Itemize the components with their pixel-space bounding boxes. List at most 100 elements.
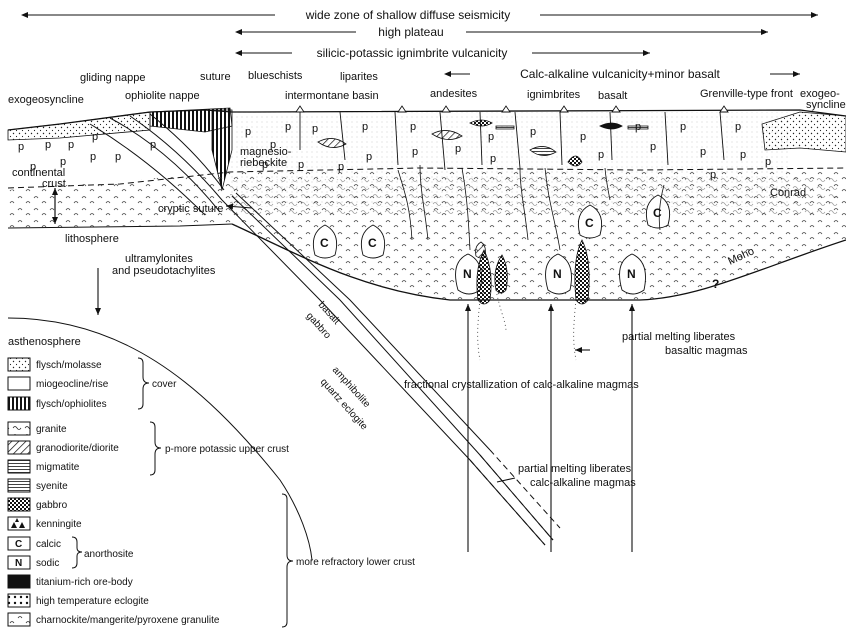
ophiolite-nappe-label: ophiolite nappe (125, 90, 200, 102)
svg-text:N: N (627, 267, 636, 281)
legend-item: titanium-rich ore-body (36, 577, 133, 588)
cryptic-suture-label: cryptic suture (158, 203, 223, 215)
gliding-nappe-label: gliding nappe (80, 72, 145, 84)
legend-key-n: N (15, 558, 22, 569)
ignimbrite-vulcanicity-label: silicic-potassic ignimbrite vulcanicity (317, 46, 508, 60)
legend-lower-crust-label: more refractory lower crust (296, 557, 415, 568)
cross-section: pp pp pp pp pp pp pp pp pp pp pp pp pp p… (8, 70, 846, 560)
legend-swatch-syenite (8, 479, 30, 492)
range-arrows: wide zone of shallow diffuse seismicity … (22, 8, 818, 81)
svg-text:p: p (115, 151, 121, 163)
svg-text:p: p (412, 146, 418, 158)
sodic-symbol: N (463, 267, 472, 281)
svg-text:p: p (700, 146, 706, 158)
andesites-label: andesites (430, 88, 478, 100)
svg-text:p: p (680, 121, 686, 133)
svg-text:p: p (45, 139, 51, 151)
svg-text:p: p (410, 121, 416, 133)
exogeosyncline-left-label: exogeosyncline (8, 94, 84, 106)
svg-text:C: C (653, 206, 662, 220)
svg-text:calc-alkaline magmas: calc-alkaline magmas (530, 477, 636, 489)
legend-swatch-granodiorite (8, 441, 30, 454)
svg-text:p: p (580, 131, 586, 143)
grenville-front-label: Grenville-type front (700, 88, 793, 100)
svg-text:riebeckite: riebeckite (240, 157, 287, 169)
svg-text:p: p (740, 149, 746, 161)
svg-text:p: p (285, 121, 291, 133)
svg-text:p: p (765, 156, 771, 168)
calcic-symbol: C (320, 236, 329, 250)
svg-text:p: p (598, 149, 604, 161)
ultramylonites-label: ultramylonites (125, 253, 193, 265)
legend-item: charnockite/mangerite/pyroxene granulite (36, 615, 220, 626)
legend-item: sodic (36, 558, 59, 569)
legend-swatch-eclogite (8, 594, 30, 607)
legend-upper-crust-label: p-more potassic upper crust (165, 444, 289, 455)
svg-text:and pseudotachylites: and pseudotachylites (112, 265, 216, 277)
legend-item: flysch/ophiolites (36, 399, 107, 410)
svg-text:C: C (368, 236, 377, 250)
svg-text:p: p (735, 121, 741, 133)
basalt-label: basalt (598, 90, 627, 102)
legend-item: kenningite (36, 519, 82, 530)
legend-swatch-miogeocline (8, 377, 30, 390)
suture-label: suture (200, 71, 231, 83)
svg-text:p: p (490, 153, 496, 165)
legend-anorthosite: anorthosite (84, 549, 134, 560)
legend-swatch-flysch-ophiolites (8, 397, 30, 410)
legend-item: miogeocline/rise (36, 379, 109, 390)
liparites-label: liparites (340, 71, 378, 83)
svg-text:p: p (650, 141, 656, 153)
intermontane-basin-label: intermontane basin (285, 90, 379, 102)
svg-text:p: p (92, 131, 98, 143)
legend-item: granite (36, 424, 67, 435)
svg-text:p: p (362, 121, 368, 133)
legend-key-c: C (15, 539, 22, 550)
svg-text:N: N (553, 267, 562, 281)
legend-item: flysch/molasse (36, 360, 102, 371)
svg-text:syncline: syncline (806, 99, 846, 111)
legend-swatch-charnockite (8, 613, 30, 626)
lithosphere-label: lithosphere (65, 233, 119, 245)
partial-basaltic-label: partial melting liberates (622, 331, 736, 343)
fractional-label: fractional crystallization of calc-alkal… (404, 379, 639, 391)
legend-swatch-kenningite (8, 517, 30, 530)
high-plateau-label: high plateau (378, 25, 443, 39)
legend-swatch-gabbro (8, 498, 30, 511)
svg-text:basaltic magmas: basaltic magmas (665, 345, 748, 357)
svg-text:p: p (488, 131, 494, 143)
legend-cover-label: cover (152, 379, 177, 390)
legend-item: high temperature eclogite (36, 596, 149, 607)
legend-item: syenite (36, 481, 68, 492)
legend-swatch-titanium (8, 575, 30, 588)
legend-item: calcic (36, 539, 61, 550)
svg-text:p: p (366, 151, 372, 163)
svg-text:p: p (18, 141, 24, 153)
ignimbrites-label: ignimbrites (527, 89, 581, 101)
blueschists-label: blueschists (248, 70, 303, 82)
svg-text:C: C (585, 216, 594, 230)
svg-text:p: p (68, 139, 74, 151)
svg-text:crust: crust (42, 178, 66, 190)
seismicity-label: wide zone of shallow diffuse seismicity (305, 8, 511, 22)
svg-text:p: p (90, 151, 96, 163)
legend-item: migmatite (36, 462, 80, 473)
svg-text:p: p (710, 169, 716, 181)
svg-text:p: p (298, 159, 304, 171)
asthenosphere-label: asthenosphere (8, 336, 81, 348)
legend-swatch-granite (8, 422, 30, 435)
conrad-label: Conrad (770, 187, 806, 199)
svg-text:p: p (635, 121, 641, 133)
svg-text:p: p (530, 126, 536, 138)
legend-swatch-flysch-molasse (8, 358, 30, 371)
legend-item: gabbro (36, 500, 68, 511)
svg-text:p: p (245, 126, 251, 138)
legend-item: granodiorite/diorite (36, 443, 119, 454)
legend-swatch-migmatite (8, 460, 30, 473)
svg-text:?: ? (712, 277, 719, 291)
partial-calc-label: partial melting liberates (518, 463, 632, 475)
svg-text:p: p (150, 139, 156, 151)
svg-text:p: p (338, 161, 344, 173)
svg-text:p: p (312, 123, 318, 135)
